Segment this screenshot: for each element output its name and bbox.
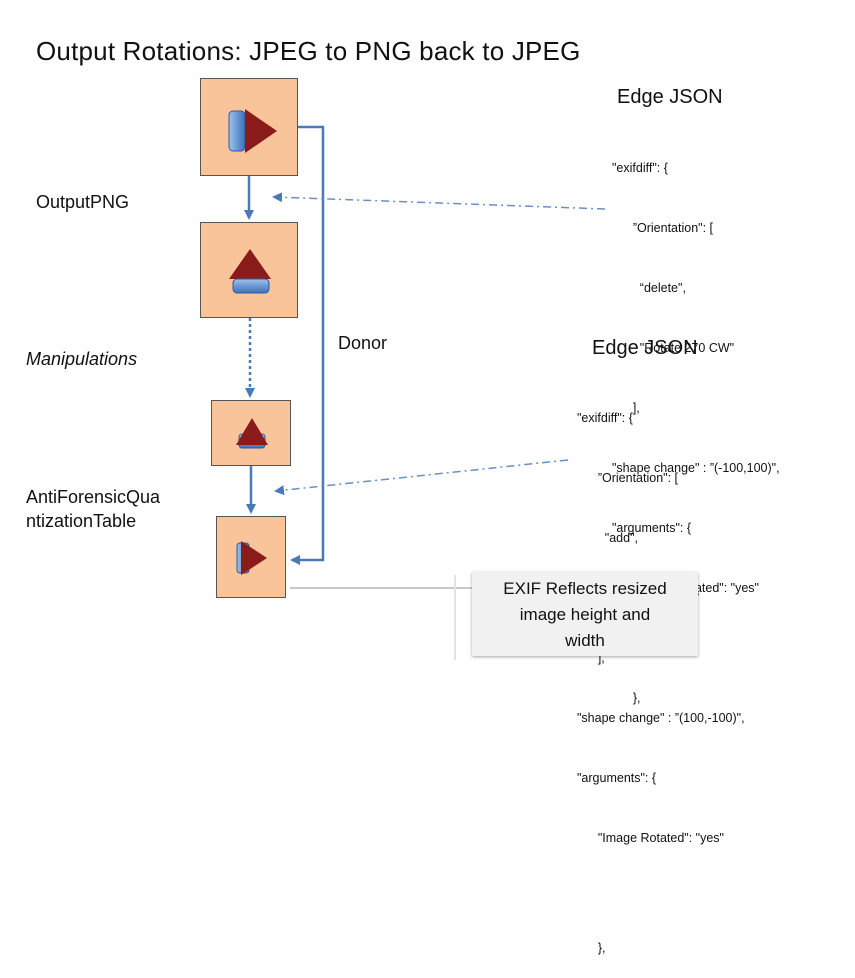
label-output-png: OutputPNG — [36, 192, 130, 212]
json-line: }, — [612, 691, 641, 705]
connector-overlay — [244, 125, 606, 660]
json-line: “delete", — [612, 281, 686, 295]
label-anti-forensic-line1: AntiForensicQua — [26, 487, 161, 507]
json-line: "exifdiff": { — [577, 411, 633, 425]
json-line: "Rotate 270 CW" — [612, 341, 735, 355]
json-line: "arguments": { — [612, 521, 692, 535]
json-line: "shape change" : ”(-100,100)", — [612, 461, 780, 475]
json-line: ”Orientation": [ — [577, 471, 679, 485]
rotate-up-icon — [229, 249, 271, 294]
donor-edge — [290, 125, 325, 565]
edge-json-2-body: "exifdiff": { ”Orientation": [ "add", "R… — [577, 368, 745, 978]
json-line: ”Orientation": [ — [612, 221, 714, 235]
rotate-up-small-icon — [236, 418, 268, 449]
node-manipulated[interactable] — [211, 400, 291, 466]
json-line: "shape change" : ”(100,-100)", — [577, 711, 745, 725]
json-pointer-1 — [272, 192, 606, 210]
diagram-title: Output Rotations: JPEG to PNG back to JP… — [36, 36, 581, 66]
label-donor: Donor — [338, 333, 388, 353]
exif-callout: EXIF Reflects resized image height and w… — [472, 572, 698, 656]
json-pointer-2 — [274, 459, 569, 496]
json-line: "Image Rotated": "yes" — [577, 831, 724, 845]
rotate-right-icon — [228, 109, 277, 153]
rotate-right-small-icon — [236, 541, 267, 575]
json-line: ], — [577, 651, 605, 665]
callout-line-3: width — [565, 631, 605, 650]
json-line: "add", — [577, 531, 638, 545]
json-line: }, — [577, 941, 606, 955]
edge-json-1-heading: Edge JSON — [617, 86, 723, 108]
json-line — [577, 888, 745, 898]
edge-json-2-heading: Edge JSON — [592, 337, 698, 359]
label-manipulations: Manipulations — [26, 349, 138, 369]
json-line: "arguments": { — [577, 771, 657, 785]
label-anti-forensic-line2: ntizationTable — [26, 511, 137, 531]
callout-line-1: EXIF Reflects resized — [503, 579, 667, 598]
node-anti-forensic-jpeg[interactable] — [216, 516, 286, 598]
json-line: ], — [612, 401, 640, 415]
callout-line-2: image height and — [519, 605, 651, 624]
node-source-jpeg[interactable] — [200, 78, 298, 176]
json-line: "exifdiff": { — [612, 161, 668, 175]
node-output-png[interactable] — [200, 222, 298, 318]
